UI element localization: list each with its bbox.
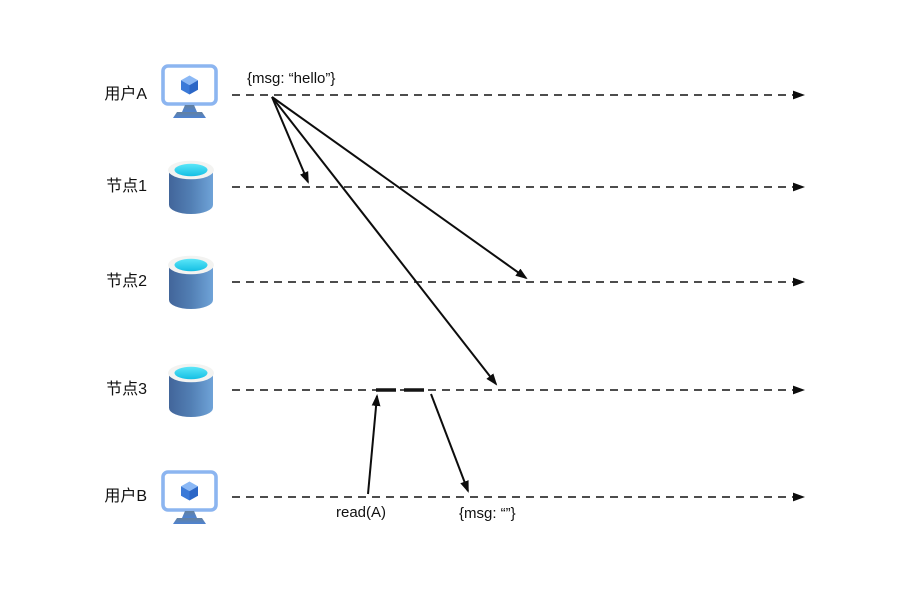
user-monitor-icon	[161, 470, 218, 524]
database-cylinder-icon	[168, 160, 214, 214]
row-label-user-b: 用户B	[104, 488, 147, 505]
arrow-node3-response-userb	[430, 393, 469, 493]
read-call-label: read(A)	[335, 504, 387, 521]
database-cylinder-icon	[168, 255, 214, 309]
row-label-node-2: 节点2	[106, 273, 147, 290]
read-response-label: {msg: “”}	[459, 505, 516, 522]
arrow-usera-to-node1	[271, 96, 309, 184]
cube-glyph	[181, 75, 198, 95]
row-label-user-a: 用户A	[104, 86, 147, 103]
user-monitor-icon	[161, 64, 218, 118]
database-cylinder-icon	[168, 363, 214, 417]
row-label-node-1: 节点1	[106, 178, 147, 195]
arrow-usera-to-node2	[271, 96, 528, 280]
arrow-userb-read-node3	[367, 394, 381, 495]
row-label-node-3: 节点3	[106, 381, 147, 398]
broadcast-message-label: {msg: “hello”}	[247, 70, 336, 87]
arrow-usera-to-node3	[271, 96, 498, 386]
